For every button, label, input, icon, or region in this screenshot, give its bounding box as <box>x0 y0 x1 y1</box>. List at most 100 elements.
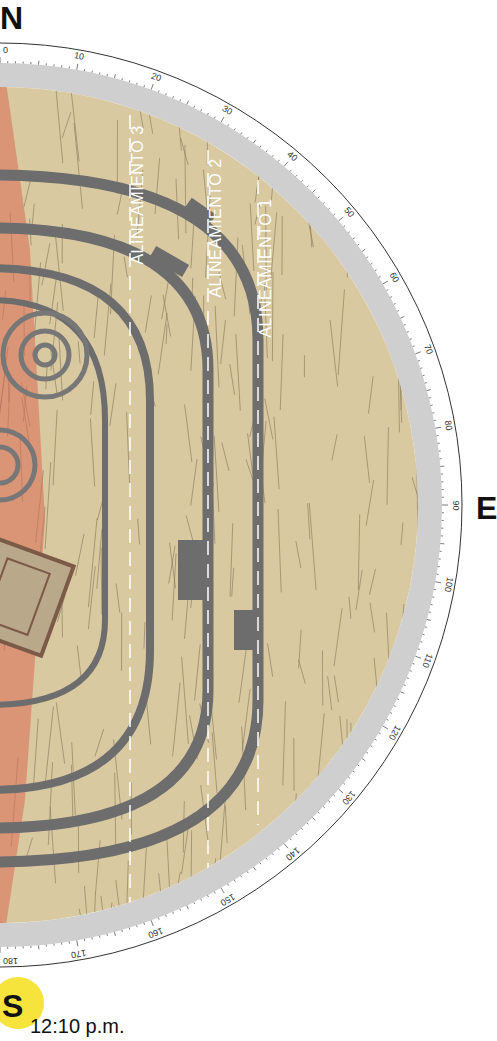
hatch-stroke <box>108 906 114 957</box>
hatch-stroke <box>402 926 410 965</box>
degree-tick <box>442 512 444 513</box>
hatch-stroke <box>170 543 176 589</box>
ground-disk <box>0 87 418 923</box>
alignment-label: ALINEAMIENTO 1 <box>258 198 274 337</box>
degree-tick <box>272 155 273 157</box>
hatch-stroke <box>299 630 302 669</box>
hatch-stroke <box>207 858 216 946</box>
degree-tick <box>394 303 396 305</box>
hatch-stroke <box>91 381 94 415</box>
hatch-stroke <box>358 514 359 590</box>
hatch-stroke <box>334 608 342 666</box>
degree-tick <box>425 626 427 628</box>
degree-tick <box>99 936 100 938</box>
degree-tick <box>136 925 138 927</box>
degree-tick <box>353 771 355 772</box>
degree-band <box>0 75 430 935</box>
hatch-stroke <box>75 534 84 576</box>
degree-tick <box>284 844 288 849</box>
hatch-stroke <box>277 83 279 137</box>
degree-tick <box>418 648 420 650</box>
degree-tick <box>418 360 420 362</box>
hatch-stroke <box>357 844 362 920</box>
hatch-stroke <box>185 878 193 944</box>
degree-tick <box>362 249 365 251</box>
degree-tick <box>383 281 388 284</box>
alignment-lines <box>130 115 258 930</box>
hatch-stroke <box>115 939 124 960</box>
hatch-stroke <box>215 306 219 388</box>
hatch-stroke <box>59 335 63 400</box>
degree-tick <box>179 99 181 101</box>
hatch-stroke <box>402 326 408 354</box>
degree-tick <box>165 915 167 917</box>
hatch-stroke <box>181 138 189 165</box>
hatch-stroke <box>186 515 193 540</box>
degree-tick <box>410 338 412 340</box>
degree-tick <box>143 85 145 87</box>
hatch-stroke <box>270 888 272 914</box>
hatch-stroke <box>230 364 235 395</box>
hatch-stroke <box>411 396 418 466</box>
ground-hatching <box>0 82 419 1007</box>
hatch-stroke <box>116 880 124 945</box>
degree-tick <box>158 918 160 920</box>
degree-tick <box>423 375 425 377</box>
degree-tick <box>442 497 444 498</box>
degree-tick <box>441 535 443 536</box>
degree-tick <box>429 397 431 398</box>
hatch-stroke <box>62 112 71 138</box>
degree-tick <box>228 884 229 886</box>
degree-tick <box>15 61 16 63</box>
hatch-stroke <box>45 462 51 549</box>
degree-tick <box>423 634 425 636</box>
degree-tick <box>441 474 443 475</box>
hatch-stroke <box>94 292 98 338</box>
hatch-stroke <box>255 154 262 202</box>
hatch-stroke <box>230 523 233 596</box>
hatch-stroke <box>229 931 235 995</box>
degree-tick <box>260 146 261 148</box>
hatch-stroke <box>387 427 388 505</box>
degree-tick <box>53 64 54 66</box>
hatch-stroke <box>121 613 122 671</box>
degree-tick <box>441 481 443 482</box>
degree-tick <box>272 853 273 855</box>
degree-tick <box>77 940 78 946</box>
hatch-stroke <box>387 613 391 688</box>
degree-tick <box>172 96 174 98</box>
degree-tick <box>307 823 308 824</box>
hatch-stroke <box>139 104 143 128</box>
degree-tick <box>404 324 406 326</box>
hatch-stroke <box>203 88 209 120</box>
round-structures <box>0 313 87 500</box>
hatch-stroke <box>138 519 140 544</box>
degree-tick <box>214 117 216 119</box>
degree-tick <box>323 202 324 203</box>
degree-tick <box>390 712 392 714</box>
hatch-stroke <box>328 676 332 710</box>
wall-gates <box>149 198 256 650</box>
degree-tick <box>425 382 427 384</box>
degree-tick <box>187 101 189 105</box>
degree-tick <box>401 692 405 694</box>
degree-tick <box>307 186 308 187</box>
degree-tick <box>221 117 224 122</box>
degree-tick <box>241 133 242 135</box>
hatch-stroke <box>293 738 294 791</box>
degree-tick <box>260 863 261 865</box>
hatch-stroke <box>232 568 234 597</box>
hatch-stroke <box>401 233 410 262</box>
hatch-stroke <box>94 893 96 938</box>
degree-tick <box>193 106 195 108</box>
degree-tick <box>441 528 443 529</box>
degree-tick <box>442 505 448 506</box>
degree-number: 170 <box>71 947 87 958</box>
degree-tick <box>366 752 368 753</box>
degree-tick <box>358 765 360 766</box>
degree-tick <box>439 558 441 559</box>
hatch-stroke <box>407 611 411 665</box>
hatch-stroke <box>281 216 282 275</box>
degree-tick <box>375 739 377 740</box>
degree-tick <box>439 450 441 451</box>
